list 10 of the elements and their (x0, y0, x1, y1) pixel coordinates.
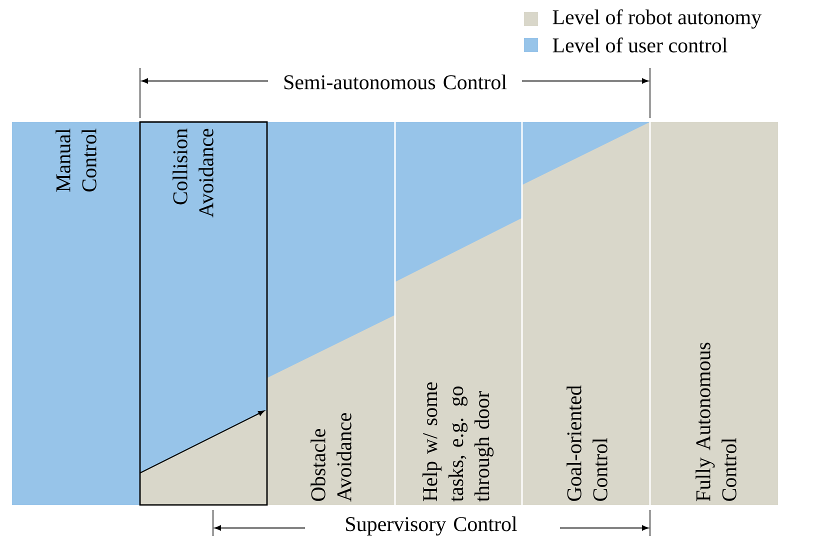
column-label: Manual Control (56, 128, 96, 192)
column-label: Help w/ some tasks, e.g. go through door (422, 382, 494, 502)
dimension-label: Semi-autonomous Control (284, 74, 507, 90)
legend-label: Level of robot autonomy (552, 9, 762, 29)
column-label: Goal-oriented Control (566, 385, 608, 501)
legend-label: Level of user control (552, 38, 728, 52)
column-label: Collision Avoidance (172, 128, 214, 218)
column-label: Obstacle Avoidance (310, 413, 352, 502)
dimension-label: Supervisory Control (346, 516, 517, 536)
column-label: Fully Autonomous Control (696, 342, 736, 502)
